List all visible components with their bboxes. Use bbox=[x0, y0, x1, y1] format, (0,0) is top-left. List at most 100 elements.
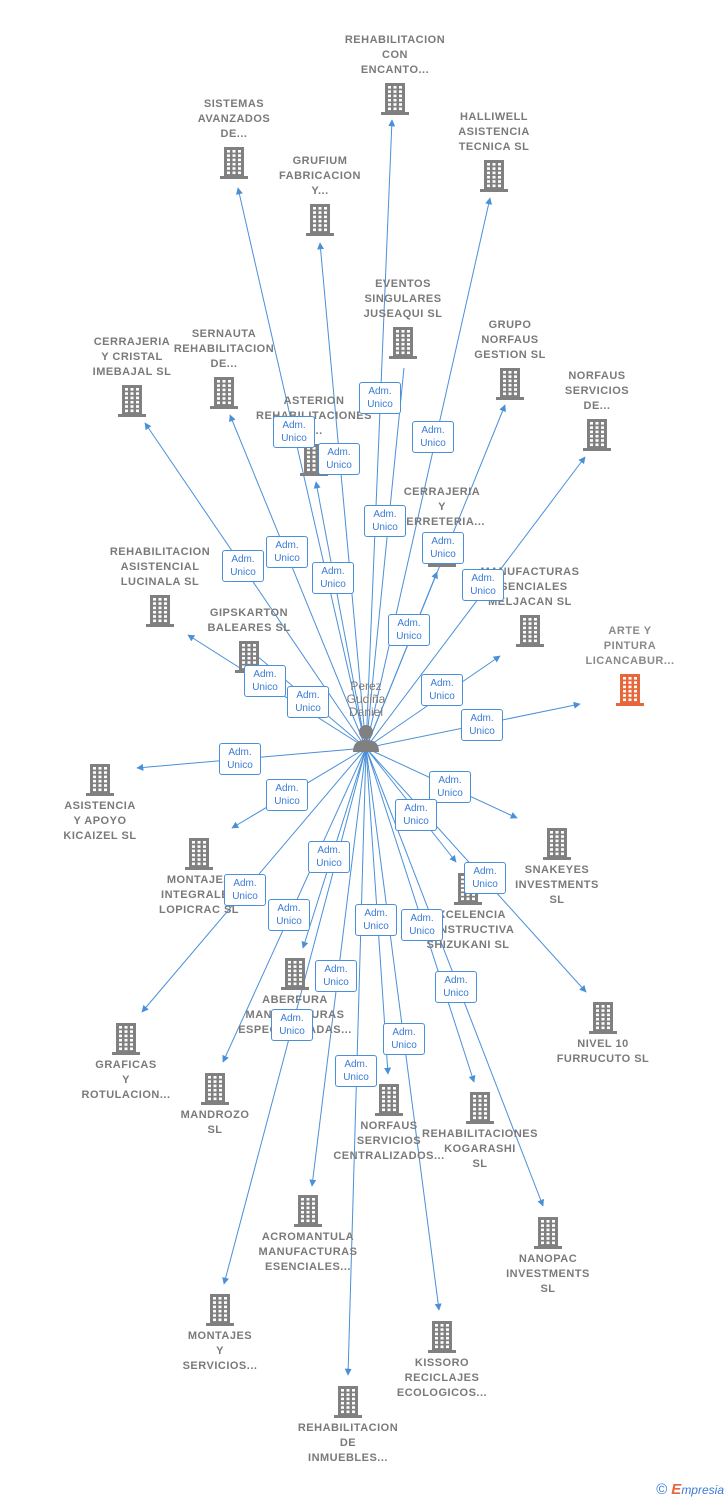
company-node-nivel-10[interactable]: NIVEL 10 FURRUCUTO SL bbox=[528, 1000, 678, 1067]
role-badge[interactable]: Adm. Unico bbox=[266, 536, 308, 568]
company-name: SNAKEYES INVESTMENTS SL bbox=[515, 864, 599, 906]
brand-name: mpresia bbox=[681, 1483, 724, 1497]
role-badge[interactable]: Adm. Unico bbox=[268, 899, 310, 931]
person-name: Perez Gudiña Daniel bbox=[346, 679, 386, 719]
brand-initial: E bbox=[671, 1481, 682, 1498]
role-badge[interactable]: Adm. Unico bbox=[461, 709, 503, 741]
company-node-halliwell[interactable]: HALLIWELL ASISTENCIA TECNICA SL bbox=[419, 110, 569, 192]
building-icon bbox=[428, 1321, 456, 1353]
role-badge[interactable]: Adm. Unico bbox=[464, 862, 506, 894]
role-badge[interactable]: Adm. Unico bbox=[244, 665, 286, 697]
role-badge[interactable]: Adm. Unico bbox=[364, 505, 406, 537]
role-badge[interactable]: Adm. Unico bbox=[271, 1009, 313, 1041]
role-badge[interactable]: Adm. Unico bbox=[287, 686, 329, 718]
company-node-rehab-kogarashi[interactable]: REHABILITACIONES KOGARASHI SL bbox=[405, 1090, 555, 1172]
building-icon bbox=[334, 1386, 362, 1418]
role-badge[interactable]: Adm. Unico bbox=[315, 960, 357, 992]
role-badge[interactable]: Adm. Unico bbox=[273, 416, 315, 448]
company-name: MONTAJES INTEGRALES LOPICRAC SL bbox=[158, 874, 240, 916]
company-node-rehab-con-encanto[interactable]: REHABILITACION CON ENCANTO... bbox=[320, 33, 470, 115]
company-node-nanopac[interactable]: NANOPAC INVESTMENTS SL bbox=[473, 1215, 623, 1297]
company-name: NORFAUS SERVICIOS DE... bbox=[564, 370, 630, 412]
company-name: GIPSKARTON BALEARES SL bbox=[207, 607, 291, 634]
role-badge[interactable]: Adm. Unico bbox=[359, 382, 401, 414]
company-node-norfaus-servicios-de[interactable]: NORFAUS SERVICIOS DE... bbox=[522, 369, 672, 451]
copyright-icon: © bbox=[656, 1481, 668, 1498]
company-node-eventos-singulares[interactable]: EVENTOS SINGULARES JUSEAQUI SL bbox=[328, 277, 478, 359]
role-badge[interactable]: Adm. Unico bbox=[224, 874, 266, 906]
building-icon bbox=[86, 764, 114, 796]
company-name: EXCELENCIA CONSTRUCTIVA SHIZUKANI SL bbox=[421, 909, 515, 951]
role-badge[interactable]: Adm. Unico bbox=[308, 841, 350, 873]
building-icon bbox=[583, 419, 611, 451]
company-name: SERNAUTA REHABILITACION DE... bbox=[173, 328, 275, 370]
building-icon bbox=[534, 1217, 562, 1249]
company-node-gipskarton[interactable]: GIPSKARTON BALEARES SL bbox=[174, 606, 324, 673]
company-node-montajes-lopicrac[interactable]: MONTAJES INTEGRALES LOPICRAC SL bbox=[124, 836, 274, 918]
company-node-cerrajeria-cristal[interactable]: CERRAJERIA Y CRISTAL IMEBAJAL SL bbox=[57, 335, 207, 417]
company-node-montajes-servicios[interactable]: MONTAJES Y SERVICIOS... bbox=[145, 1292, 295, 1374]
company-node-grufium[interactable]: GRUFIUM FABRICACION Y... bbox=[245, 154, 395, 236]
building-icon bbox=[589, 1002, 617, 1034]
company-name: REHABILITACIONES KOGARASHI SL bbox=[422, 1128, 538, 1170]
role-badge[interactable]: Adm. Unico bbox=[421, 674, 463, 706]
building-icon bbox=[480, 160, 508, 192]
role-badge[interactable]: Adm. Unico bbox=[383, 1023, 425, 1055]
role-badge[interactable]: Adm. Unico bbox=[429, 771, 471, 803]
company-node-arte-pintura[interactable]: ARTE Y PINTURA LICANCABUR... bbox=[555, 624, 705, 706]
footer-brand: ©Empresia bbox=[656, 1481, 724, 1498]
company-node-rehab-inmuebles[interactable]: REHABILITACION DE INMUEBLES... bbox=[273, 1384, 423, 1466]
company-name: NIVEL 10 FURRUCUTO SL bbox=[556, 1038, 650, 1065]
role-badge[interactable]: Adm. Unico bbox=[422, 532, 464, 564]
company-name: SISTEMAS AVANZADOS DE... bbox=[197, 98, 271, 140]
company-node-acromantula[interactable]: ACROMANTULA MANUFACTURAS ESENCIALES... bbox=[233, 1193, 383, 1275]
role-badge[interactable]: Adm. Unico bbox=[412, 421, 454, 453]
company-node-mandrozo[interactable]: MANDROZO SL bbox=[140, 1071, 290, 1138]
role-badge[interactable]: Adm. Unico bbox=[401, 909, 443, 941]
building-icon bbox=[543, 828, 571, 860]
role-badge[interactable]: Adm. Unico bbox=[222, 550, 264, 582]
company-name: REHABILITACION ASISTENCIAL LUCINALA SL bbox=[109, 546, 211, 588]
building-icon bbox=[389, 327, 417, 359]
role-badge[interactable]: Adm. Unico bbox=[312, 562, 354, 594]
company-node-kissoro[interactable]: KISSORO RECICLAJES ECOLOGICOS... bbox=[367, 1319, 517, 1401]
role-badge[interactable]: Adm. Unico bbox=[462, 569, 504, 601]
company-name: EVENTOS SINGULARES JUSEAQUI SL bbox=[363, 278, 443, 320]
role-badge[interactable]: Adm. Unico bbox=[388, 614, 430, 646]
building-icon bbox=[516, 615, 544, 647]
person-node[interactable]: Perez Gudiña Daniel bbox=[330, 680, 402, 753]
role-badge[interactable]: Adm. Unico bbox=[266, 779, 308, 811]
company-name: CERRAJERIA Y CRISTAL IMEBAJAL SL bbox=[92, 336, 172, 378]
company-name: GRUPO NORFAUS GESTION SL bbox=[474, 319, 546, 361]
company-name: MANDROZO SL bbox=[180, 1109, 250, 1136]
company-node-norfaus-centralizados[interactable]: NORFAUS SERVICIOS CENTRALIZADOS... bbox=[314, 1082, 464, 1164]
company-name: KISSORO RECICLAJES ECOLOGICOS... bbox=[396, 1357, 488, 1399]
edge-halliwell bbox=[365, 197, 493, 749]
role-badge[interactable]: Adm. Unico bbox=[335, 1055, 377, 1087]
building-icon bbox=[112, 1023, 140, 1055]
company-name: GRUFIUM FABRICACION Y... bbox=[279, 155, 361, 197]
role-badge[interactable]: Adm. Unico bbox=[355, 904, 397, 936]
company-node-graficas[interactable]: GRAFICAS Y ROTULACION... bbox=[51, 1021, 201, 1103]
building-icon bbox=[185, 838, 213, 870]
role-badge[interactable]: Adm. Unico bbox=[395, 799, 437, 831]
company-node-snakeyes[interactable]: SNAKEYES INVESTMENTS SL bbox=[482, 826, 632, 908]
edge-asterion bbox=[313, 481, 367, 749]
role-badge[interactable]: Adm. Unico bbox=[318, 443, 360, 475]
role-badge[interactable]: Adm. Unico bbox=[219, 743, 261, 775]
company-node-manufacturas-meljacan[interactable]: MANUFACTURAS ESENCIALES MELJACAN SL bbox=[455, 565, 605, 647]
company-node-sistemas-avanzados[interactable]: SISTEMAS AVANZADOS DE... bbox=[159, 97, 309, 179]
company-node-asistencia-kicaizel[interactable]: ASISTENCIA Y APOYO KICAIZEL SL bbox=[25, 762, 175, 844]
building-icon bbox=[375, 1084, 403, 1116]
building-icon bbox=[118, 385, 146, 417]
edge-sernauta bbox=[229, 414, 367, 749]
building-icon bbox=[466, 1092, 494, 1124]
company-node-sernauta[interactable]: SERNAUTA REHABILITACION DE... bbox=[149, 327, 299, 409]
company-node-rehab-lucinala[interactable]: REHABILITACION ASISTENCIAL LUCINALA SL bbox=[85, 545, 235, 627]
person-icon bbox=[353, 725, 379, 752]
edge-eventos-singulares bbox=[365, 367, 405, 749]
company-node-grupo-norfaus[interactable]: GRUPO NORFAUS GESTION SL bbox=[435, 318, 585, 400]
role-badge[interactable]: Adm. Unico bbox=[435, 971, 477, 1003]
building-icon bbox=[496, 368, 524, 400]
building-icon bbox=[281, 958, 309, 990]
